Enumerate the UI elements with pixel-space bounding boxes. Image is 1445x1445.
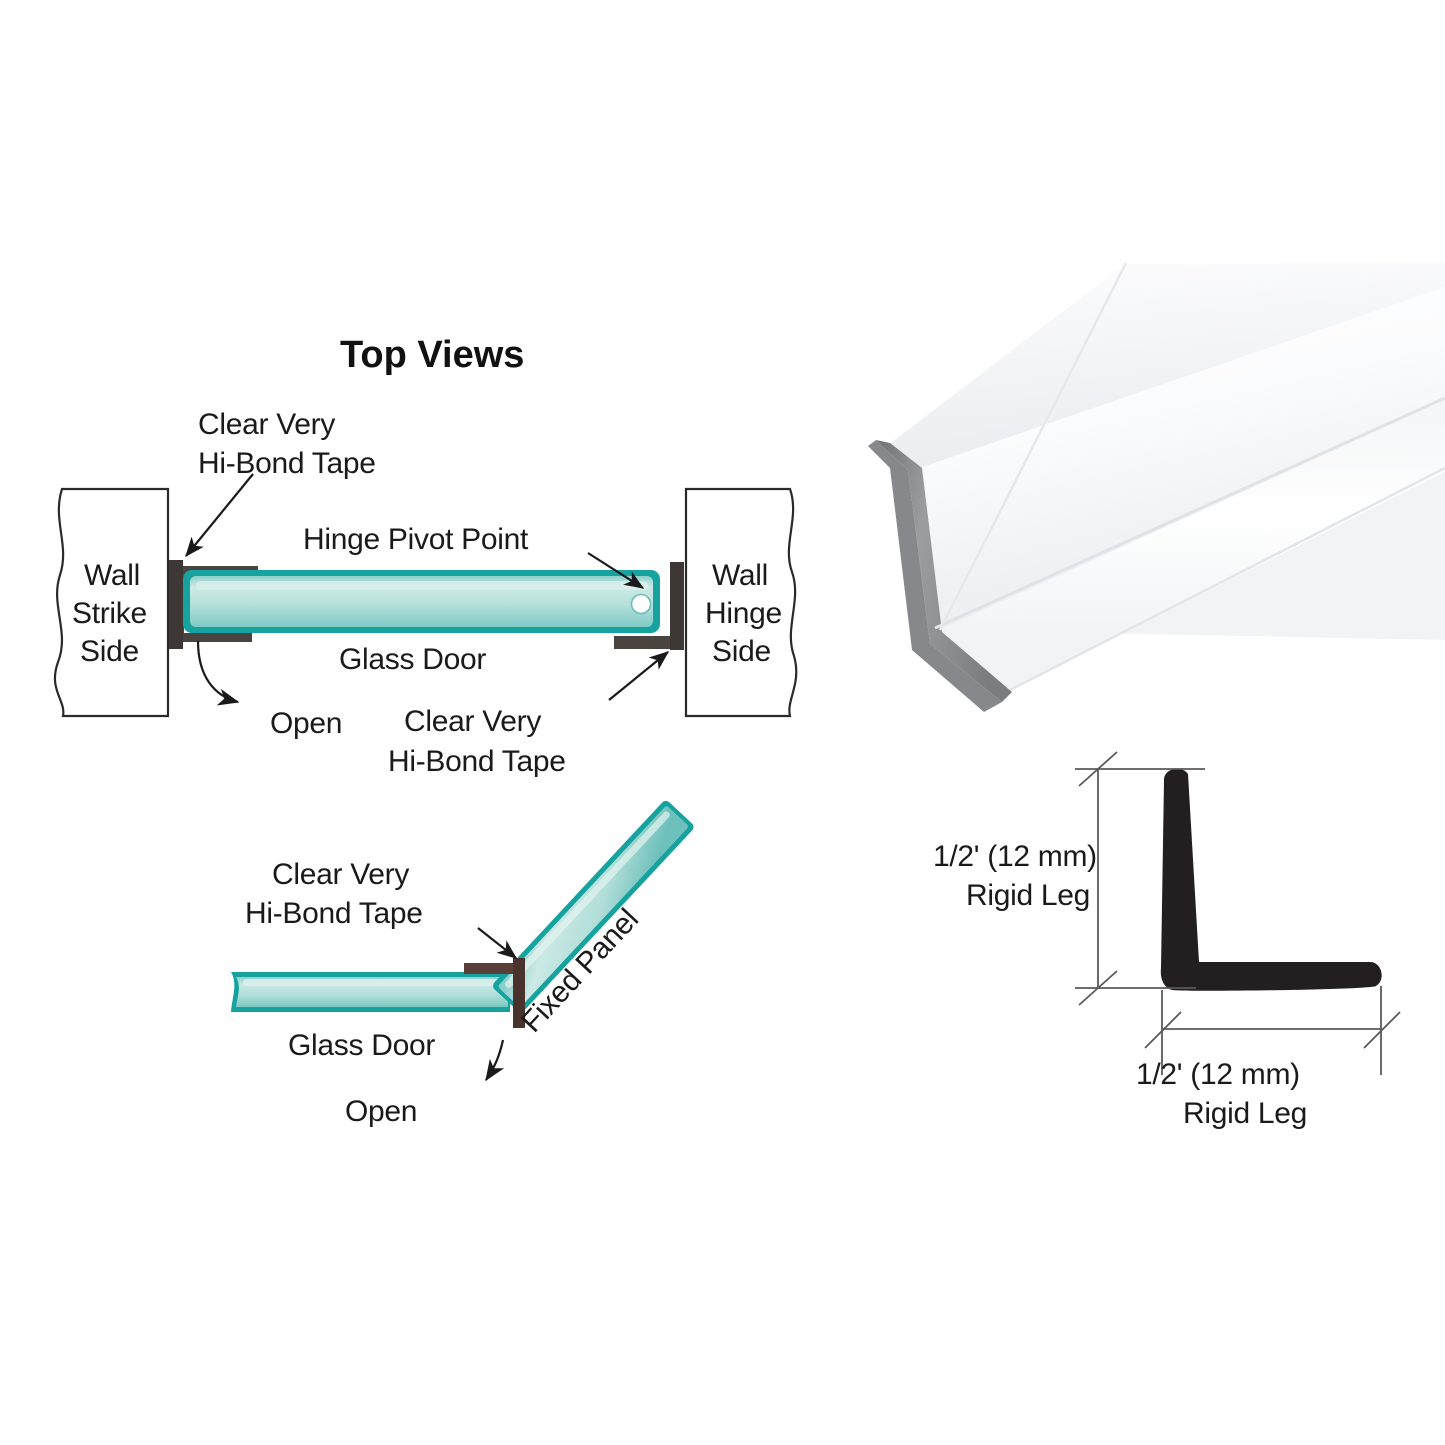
glass-door-highlight [196, 581, 648, 590]
product-upper-flange-top [888, 263, 1445, 468]
open-curved-arrow-bottom [485, 1039, 505, 1082]
fixed-panel-highlight [504, 811, 670, 988]
leader-tape-bottom-right [608, 651, 670, 701]
vdim-tick-bottom [1078, 970, 1118, 1006]
wall-hinge-label-line2: Hinge [705, 597, 782, 630]
left-seal-vertical-leg [169, 560, 183, 649]
product-top-edge-line [938, 262, 1128, 631]
wall-strike-label-line3: Side [80, 635, 139, 668]
l-profile-cross-section: 1/2' (12 mm) Rigid Leg 1/2' (12 mm) Rigi… [933, 751, 1401, 1130]
horizontal-dim-label-line1: 1/2' (12 mm) [1136, 1058, 1300, 1091]
leader-hinge-pivot [587, 552, 645, 589]
vertical-dim-label-line1: 1/2' (12 mm) [933, 840, 1097, 873]
tape-top-label-line2: Hi-Bond Tape [198, 447, 376, 480]
horizontal-dim-label-line2: Rigid Leg [1183, 1097, 1307, 1130]
corner-seal-vertical-leg [513, 958, 525, 1028]
right-seal-vertical-leg [670, 562, 684, 650]
l-angle-seal-product-photo [868, 262, 1445, 712]
hdim-tick-left [1144, 1011, 1182, 1049]
hdim-tick-right [1363, 1011, 1401, 1049]
vdim-tick-top [1078, 751, 1118, 787]
glass-door-label-top: Glass Door [339, 643, 486, 676]
tape-label-bottom-line2: Hi-Bond Tape [245, 897, 423, 930]
wall-hinge-label-line3: Side [712, 635, 771, 668]
wall-hinge-label-line1: Wall [712, 559, 768, 592]
glass-door-highlight-bottom [243, 979, 505, 986]
open-label-top: Open [270, 707, 342, 740]
wall-strike-label-line2: Strike [72, 597, 147, 630]
product-end-cross-section [876, 440, 1012, 702]
wall-strike-block [53, 487, 170, 718]
leader-tape-bottom-diagram [477, 927, 518, 959]
open-label-bottom: Open [345, 1095, 417, 1128]
product-inner-face-lower [940, 400, 1445, 690]
page-title: Top Views [340, 334, 524, 376]
hinge-pivot-label: Hinge Pivot Point [303, 523, 529, 556]
hinge-pivot-point-hole [630, 593, 652, 615]
vertical-dim-label-line2: Rigid Leg [966, 879, 1090, 912]
open-curved-arrow-top [196, 640, 240, 706]
product-bottom-edge-line [1009, 466, 1445, 692]
l-profile-shape [1160, 768, 1382, 991]
leader-tape-top-left [185, 473, 254, 558]
tape-bottom-label-line2: Hi-Bond Tape [388, 745, 566, 778]
product-lower-leg-front [940, 472, 1445, 690]
glass-door-label-bottom: Glass Door [288, 1029, 435, 1062]
product-inner-crease [934, 396, 1445, 630]
tape-bottom-label-line1: Clear Very [404, 705, 541, 738]
tape-top-label-line1: Clear Very [198, 408, 335, 441]
wall-hinge-block [684, 487, 798, 718]
product-end-edge-shadow [868, 440, 1002, 712]
wall-strike-label-line1: Wall [84, 559, 140, 592]
top-view-hinge-diagram: Wall Strike Side Wall Hinge Side Clear V… [53, 408, 798, 778]
fixed-panel-face [498, 806, 688, 1007]
tape-label-bottom-line1: Clear Very [272, 858, 409, 891]
product-inner-face-upper [920, 287, 1445, 630]
top-view-fixed-panel-diagram: Clear Very Hi-Bond Tape Glass Door Open … [231, 800, 694, 1128]
